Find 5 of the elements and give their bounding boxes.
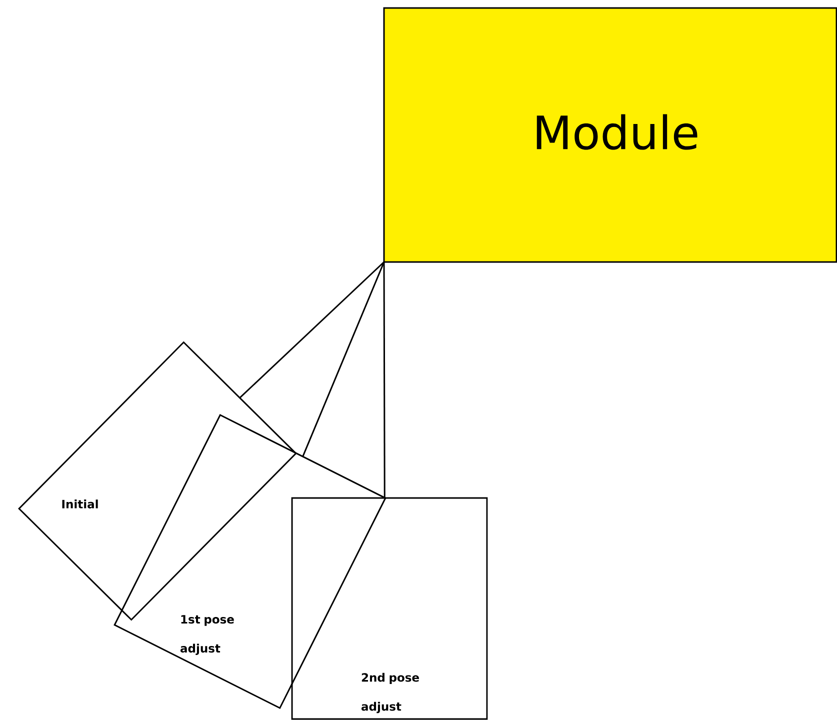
connector-line	[302, 262, 385, 457]
connector-line	[383, 262, 386, 498]
pose-box: 2nd pose adjust	[291, 497, 488, 720]
module-box: Module	[383, 7, 837, 263]
connector-line	[239, 261, 385, 398]
